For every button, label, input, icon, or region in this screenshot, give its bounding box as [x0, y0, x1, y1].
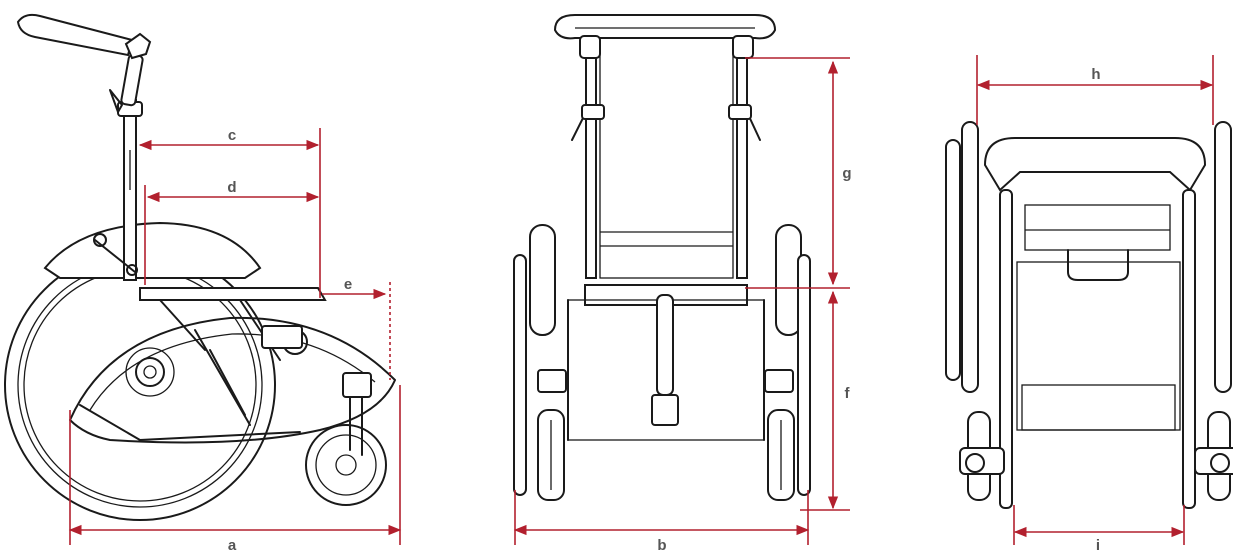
caster-wheel — [305, 424, 387, 506]
headrest — [553, 14, 777, 40]
base-frame — [69, 316, 396, 444]
dimension-b-label: b — [657, 537, 666, 551]
push-handle — [16, 13, 134, 57]
dimension-h-label: h — [1091, 66, 1100, 83]
dimension-e-label: e — [344, 276, 352, 293]
side-guard — [43, 221, 262, 279]
top-view-wheel-right — [1214, 121, 1232, 393]
dimension-f-label: f — [845, 385, 851, 402]
front-view-wheel-left — [513, 254, 527, 496]
front-view: b g f — [513, 14, 852, 551]
front-view-wheel-right — [797, 254, 811, 496]
top-view: h i — [945, 55, 1233, 551]
dimension-a-label: a — [228, 537, 237, 551]
rear-wheel-hub — [135, 357, 165, 387]
dimension-i-label: i — [1096, 537, 1100, 551]
dimension-d-label: d — [227, 179, 236, 196]
side-view: c d e a — [4, 13, 402, 551]
dimension-c-label: c — [228, 127, 236, 144]
dimension-g-label: g — [842, 165, 851, 182]
seat — [139, 287, 327, 301]
armrest-left — [529, 224, 556, 336]
top-view-wheel-left — [961, 121, 979, 393]
top-view-push-handle — [983, 137, 1207, 192]
